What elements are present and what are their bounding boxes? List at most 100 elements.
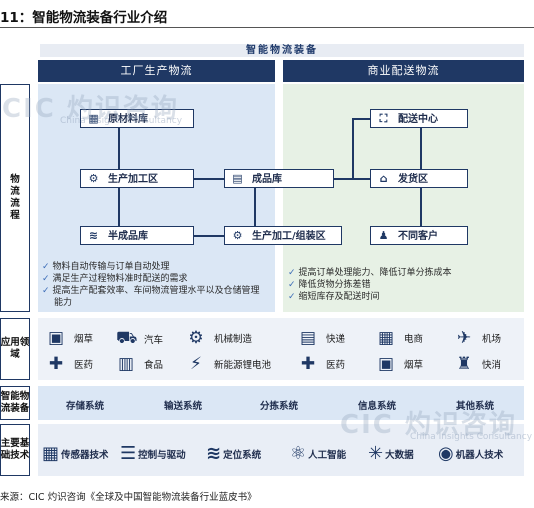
tech-label: 定位系统 [223, 449, 262, 461]
car-icon: ⛟ [116, 328, 138, 348]
tech-positioning: ≋定位系统 [206, 443, 261, 464]
commerce-point: ✓降低货物分拣差错 [288, 280, 371, 291]
app-tobacco: ▣ 烟草 [46, 328, 93, 348]
equipment-information: 信息系统 [358, 401, 397, 412]
node-semi-finished-warehouse: ≋ 半成品库 [80, 226, 194, 245]
battery-icon: ⚡ [190, 354, 202, 374]
commerce-header: 商业配送物流 [283, 60, 524, 82]
node-finished-goods-warehouse: ▤ 成品库 [224, 169, 334, 188]
connector-center-shipping [420, 128, 422, 170]
check-icon: ✓ [42, 274, 50, 284]
point-text: 缩短库存及配送时间 [298, 292, 380, 302]
app-food: ▥ 食品 [116, 354, 163, 374]
factory-point-continuation: 能力 [54, 298, 73, 308]
point-text: 降低货物分拣差错 [298, 280, 371, 290]
connector-finished-center [334, 178, 370, 180]
point-text: 提高订单处理能力、降低订单分拣成本 [298, 268, 452, 278]
equipment-conveying: 输送系统 [164, 401, 203, 412]
tech-label: 人工智能 [308, 449, 347, 461]
robot-icon: ◉ [438, 443, 454, 464]
app-tobacco-2: ▣烟草 [376, 354, 423, 374]
point-text: 提高生产配套效率、车间物流管理水平以及仓储管理 [52, 286, 260, 296]
app-label: 电商 [404, 334, 424, 345]
plane-icon: ✈ [456, 328, 472, 348]
watermark-logo: CIC 灼识咨询 [340, 410, 517, 440]
equipment-other: 其他系统 [456, 401, 495, 412]
layers-icon: ≋ [88, 229, 99, 242]
app-label: 快消 [482, 360, 502, 371]
source-note: 来源：CIC 灼识咨询《全球及中国智能物流装备行业蓝皮书》 [0, 492, 257, 503]
equipment-storage: 存储系统 [66, 401, 105, 412]
factory-point: ✓满足生产过程物料准时配送的需求 [42, 274, 188, 285]
connector-raw-process [118, 128, 120, 170]
node-label: 不同客户 [398, 231, 438, 242]
app-machinery: ⚙机械制造 [186, 328, 252, 348]
app-label: 新能源锂电池 [214, 360, 272, 371]
commerce-point: ✓缩短库存及配送时间 [288, 292, 380, 303]
check-icon: ✓ [288, 280, 296, 290]
node-shipping-area: ⌂发货区 [370, 169, 468, 188]
parcel-icon: ▤ [299, 328, 317, 348]
app-label: 食品 [144, 360, 164, 371]
tech-label: 大数据 [385, 449, 414, 461]
clothes-icon: ♜ [456, 354, 472, 374]
factory-point: ✓提高生产配套效率、车间物流管理水平以及仓储管理 [42, 286, 260, 297]
food-icon: ▥ [117, 354, 135, 374]
app-express: ▤快递 [298, 328, 345, 348]
row-label-equipment: 智能物 流装备 [0, 386, 30, 420]
tech-big-data: ✳大数据 [368, 443, 414, 464]
connector-process-semi [118, 188, 120, 226]
app-automotive: ⛟ 汽车 [116, 328, 163, 350]
app-label: 医药 [74, 360, 94, 371]
connector-semi-assembly [194, 235, 224, 237]
connector-assembly-finished [254, 188, 256, 226]
clipboard-icon: ▤ [232, 172, 243, 185]
app-label: 烟草 [74, 334, 94, 345]
node-distribution-center: ⛶配送中心 [370, 109, 468, 128]
connector-shipping-customers [420, 188, 422, 226]
figure-title: 11：智能物流装备行业介绍 [0, 10, 168, 26]
watermark-logo: CIC 灼识咨询 [2, 94, 179, 124]
connector-process-finished [194, 178, 224, 180]
node-customers: ♟ 不同客户 [370, 226, 468, 245]
app-battery: ⚡ 新能源锂电池 [186, 354, 271, 374]
diagram-banner: 智能物流装备 [40, 44, 524, 57]
node-label: 发货区 [398, 174, 428, 185]
people-icon: ♟ [378, 229, 389, 242]
title-divider [0, 27, 534, 28]
app-pharma-2: ✚ 医药 [298, 354, 345, 374]
node-label: 生产加工/组装区 [252, 231, 326, 242]
network-icon: ✳ [368, 443, 384, 464]
wifi-icon: ≋ [206, 443, 222, 464]
app-fmcg: ♜ 快消 [454, 354, 501, 374]
node-label: 成品库 [252, 174, 282, 185]
app-label: 汽车 [144, 335, 164, 346]
connector-link-center [352, 118, 372, 120]
node-assembly-area: ⚙生产加工/组装区 [224, 226, 342, 245]
app-label: 医药 [326, 360, 346, 371]
check-icon: ✓ [42, 262, 50, 272]
node-label: 原材料库 [108, 114, 148, 125]
database-icon: ☰ [120, 443, 137, 464]
shop-icon: ▦ [377, 328, 395, 348]
check-icon: ✓ [288, 292, 296, 302]
box-icon: ▣ [47, 328, 65, 348]
tech-control: ☰控制与驱动 [120, 443, 186, 464]
node-raw-material-warehouse: ▦原材料库 [80, 109, 194, 128]
point-text: 物料自动传输与订单自动处理 [52, 262, 170, 272]
application-row [38, 318, 524, 380]
ai-icon: ⚛ [290, 443, 307, 464]
equipment-row [38, 386, 524, 420]
node-label: 生产加工区 [108, 174, 158, 185]
factory-header: 工厂生产物流 [38, 60, 275, 82]
technology-row [38, 424, 524, 476]
node-label: 半成品库 [108, 231, 148, 242]
medical-icon: ✚ [300, 354, 316, 374]
row-label-application: 应用领 域 [0, 318, 30, 380]
check-icon: ✓ [288, 268, 296, 278]
app-label: 烟草 [404, 360, 424, 371]
production-icon: ⚙ [88, 172, 99, 185]
factory-point: ✓物料自动传输与订单自动处理 [42, 262, 170, 273]
app-label: 机场 [482, 334, 502, 345]
hub-icon: ⛶ [379, 112, 388, 125]
